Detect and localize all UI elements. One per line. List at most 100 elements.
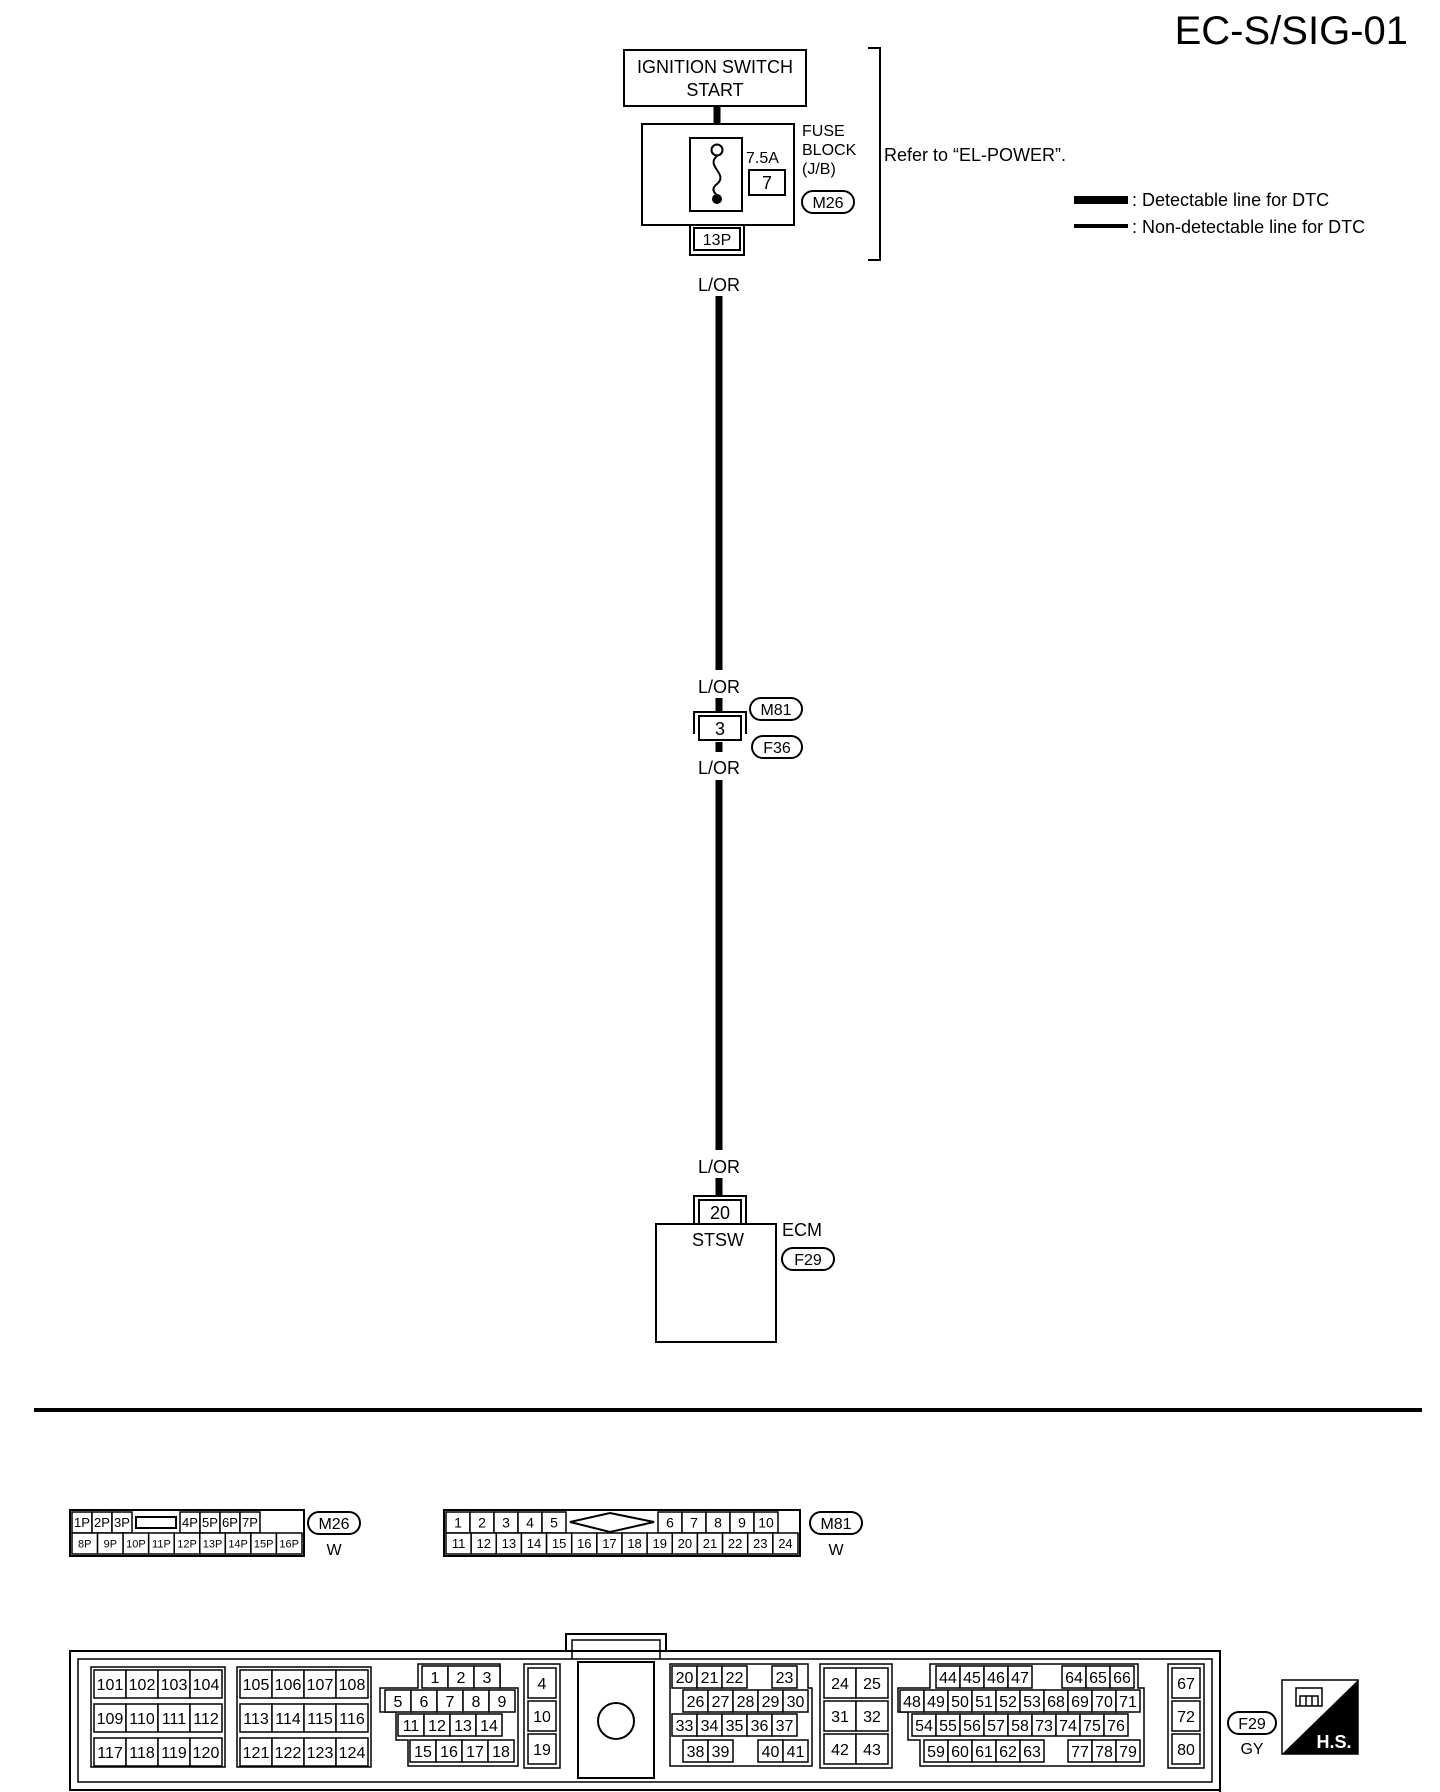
connector-pin-label: 106 (275, 1677, 302, 1694)
connector-pin-label: 10P (126, 1538, 146, 1550)
connector-pin: 25 (855, 1667, 889, 1699)
connector-pin: 23 (746, 1532, 774, 1555)
connector-pin-label: 62 (999, 1744, 1017, 1761)
connector-pin: 10 (753, 1511, 779, 1534)
connector-pin: 3 (473, 1665, 501, 1689)
connector-pin: 2 (447, 1665, 475, 1689)
connector-pin: 12 (470, 1532, 498, 1555)
connector-pin-label: 67 (1177, 1676, 1195, 1693)
connector-pin: 19 (646, 1532, 674, 1555)
harness-side-icon: H.S. (1281, 1679, 1359, 1755)
connector-pin-label: 2P (94, 1515, 110, 1530)
connector-pin-label: 7 (690, 1515, 698, 1531)
connector-pin: 14 (475, 1713, 503, 1737)
fuse-element (689, 137, 743, 212)
connector-pin: 59 (923, 1739, 949, 1763)
page-code: EC-S/SIG-01 (1175, 9, 1408, 53)
connector-pin-label: 6P (222, 1515, 238, 1530)
wire-color-label: L/OR (698, 275, 740, 295)
connector-pin-label: 1 (454, 1515, 462, 1531)
connector-pin: 11 (445, 1532, 472, 1555)
connector-pin: 16 (570, 1532, 598, 1555)
connector-pin-label: 35 (726, 1718, 744, 1735)
connector-pin: 6 (657, 1511, 683, 1534)
connector-pin-label: 109 (97, 1711, 124, 1728)
connector-pin: 23 (771, 1665, 798, 1689)
connector-pin-label: 124 (339, 1745, 366, 1762)
connector-pin-label: 112 (193, 1711, 219, 1728)
connector-pin: 5 (384, 1689, 412, 1713)
connector-pin-label: 40 (762, 1744, 780, 1761)
connector-pin: 8 (462, 1689, 490, 1713)
connector-pin: 7 (681, 1511, 707, 1534)
connector-pin: 17 (596, 1532, 623, 1555)
connector-pin: 60 (947, 1739, 973, 1763)
connector-pin-label: 3 (483, 1670, 492, 1687)
connector-pin: 41 (782, 1739, 809, 1763)
connector-pin-label: 10 (533, 1709, 551, 1726)
connector-pin: 119 (157, 1737, 191, 1767)
connector-pin-label: 18 (492, 1744, 510, 1761)
connector-pin-label: 17 (466, 1744, 484, 1761)
connector-pin: 18 (621, 1532, 648, 1555)
connector-key-hole (597, 1702, 635, 1740)
connector-badge-m81-view: M81 (809, 1511, 863, 1535)
connector-pin: 80 (1171, 1733, 1201, 1765)
connector-pin-label: 7 (446, 1694, 455, 1711)
connector-pin-label: 105 (243, 1677, 270, 1694)
connector-pin: 24 (823, 1667, 857, 1699)
connector-pin-label: 19 (533, 1742, 551, 1759)
connector-pin-label: 57 (987, 1718, 1005, 1735)
connector-pin-label: 22 (726, 1670, 744, 1687)
ignition-switch: IGNITION SWITCH START (623, 49, 807, 107)
connector-pin-label: 7P (242, 1515, 258, 1530)
connector-pin: 38 (682, 1739, 709, 1763)
connector-pin: 30 (782, 1689, 809, 1713)
connector-pin: 57 (983, 1713, 1009, 1737)
connector-pin: 123 (303, 1737, 337, 1767)
ecm-pin-name: STSW (692, 1230, 744, 1250)
connector-pin-label: 21 (701, 1670, 719, 1687)
connector-pin-label: 55 (939, 1718, 957, 1735)
connector-pin: 15P (250, 1532, 278, 1555)
connector-key-slot (135, 1516, 177, 1529)
connector-badge-m26-view-label: M26 (318, 1516, 349, 1533)
connector-badge-m81 (749, 697, 803, 721)
fuse-number: 7 (762, 173, 772, 193)
connector-pin-label: 4 (538, 1676, 547, 1693)
connector-pin-label: 8 (714, 1515, 722, 1531)
connector-key (569, 1511, 655, 1534)
connector-pin-label: 9 (498, 1694, 507, 1711)
connector-pin-label: 66 (1113, 1670, 1131, 1687)
connector-pin: 20 (671, 1532, 699, 1555)
connector-pin: 39 (707, 1739, 734, 1763)
connector-pin-label: 65 (1089, 1670, 1107, 1687)
connector-pin: 1P (71, 1511, 93, 1534)
connector-badge-f36 (751, 735, 803, 759)
connector-pin-label: 122 (275, 1745, 302, 1762)
connector-pin-label: 50 (951, 1694, 969, 1711)
connector-pin: 1 (445, 1511, 471, 1534)
ignition-switch-label: IGNITION SWITCH (637, 57, 793, 77)
connector-pin: 5P (199, 1511, 221, 1534)
connector-pin-label: 9 (738, 1515, 746, 1531)
connector-pin: 5 (541, 1511, 567, 1534)
connector-pin: 22 (721, 1665, 748, 1689)
connector-pin: 71 (1115, 1689, 1141, 1713)
connector-pin-label: 121 (243, 1745, 270, 1762)
connector-pin-label: 12 (476, 1536, 490, 1551)
connector-pin: 3 (493, 1511, 519, 1534)
connector-pin-label: 11 (403, 1718, 420, 1735)
connector-pin-label: 54 (915, 1718, 933, 1735)
connector-pin-label: 41 (787, 1744, 805, 1761)
connector-pin: 9 (488, 1689, 516, 1713)
connector-pin-label: 8 (472, 1694, 481, 1711)
connector-pin-label: 56 (963, 1718, 981, 1735)
connector-pin: 74 (1055, 1713, 1081, 1737)
connector-pin: 103 (157, 1669, 191, 1699)
ecm-terminal: 20 (710, 1203, 730, 1223)
connector-badge-f29 (781, 1247, 835, 1271)
connector-pin: 27 (707, 1689, 734, 1713)
connector-pin-label: 39 (712, 1744, 730, 1761)
